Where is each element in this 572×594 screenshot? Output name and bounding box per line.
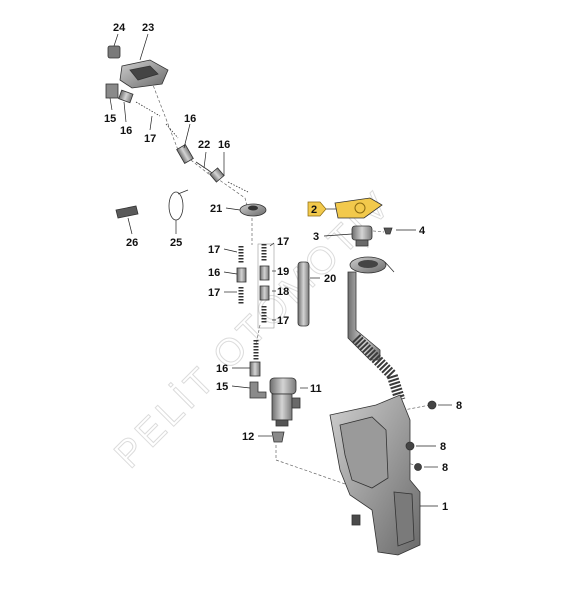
assembly-guide [147,71,211,176]
callout-3: 3 [313,231,319,243]
callout-8: 8 [440,441,446,453]
callout-17: 17 [208,287,220,299]
assembly-guide [207,171,249,211]
assembly-guide [362,229,385,233]
callout-21: 21 [210,203,222,215]
nut-part [427,400,437,410]
callout-2-highlight: 2 [307,201,327,217]
nut-part [414,463,422,471]
filler-cap-emblem [354,202,366,214]
callout-17: 17 [208,244,220,256]
pump-seal-part [271,431,285,443]
nut-part [405,441,415,451]
clip-part [107,45,121,59]
hose-segment [249,361,261,377]
callout-17: 17 [277,236,289,248]
cable-strap-part [168,191,184,221]
callout-11: 11 [310,383,322,395]
grommet-hole [248,205,258,211]
filler-tube-part [347,256,406,402]
callout-4: 4 [419,225,426,237]
filler-neck-base [355,239,369,247]
callout-25: 25 [170,237,182,249]
filler-cap-part [334,197,383,219]
callout-12: 12 [242,431,254,443]
assembly-guide [255,324,261,346]
washer-reservoir-part [329,394,421,556]
callout-16: 16 [218,139,230,151]
callout-8: 8 [456,400,462,412]
callout-15: 15 [216,381,228,393]
elbow-part [249,381,267,399]
cable-strap-tab [177,189,189,195]
holder-clip-part [115,205,139,219]
callout-18: 18 [277,286,289,298]
hose-stack-right [257,243,275,329]
callout-20: 20 [324,273,336,285]
hose-stack-left [236,246,247,305]
bracket-part [105,83,119,99]
hose-segment [118,89,134,104]
hose-segment [176,144,194,164]
callout-19: 19 [277,266,289,278]
washer-pump-part [269,377,301,427]
callout-16: 16 [216,363,228,375]
spring-part [135,101,161,117]
screw-part [383,227,393,235]
callout-8: 8 [442,462,448,474]
callout-17: 17 [144,133,156,145]
hose-segment [209,167,225,183]
callout-23: 23 [142,22,154,34]
callout-17: 17 [277,315,289,327]
spring-part [165,123,179,139]
callout-16: 16 [184,113,196,125]
assembly-guide [403,404,431,411]
callout-2: 2 [311,204,317,216]
long-hose-part [297,261,310,327]
callout-15: 15 [104,113,116,125]
callout-1: 1 [442,501,448,513]
callout-26: 26 [126,237,138,249]
callout-16: 16 [208,267,220,279]
leader-lines [109,33,452,507]
callout-24: 24 [113,22,126,34]
callout-22: 22 [198,139,210,151]
spring-part [227,181,249,193]
filler-neck-part [351,225,373,241]
callout-16: 16 [120,125,132,137]
connector-part-detail [129,65,159,81]
